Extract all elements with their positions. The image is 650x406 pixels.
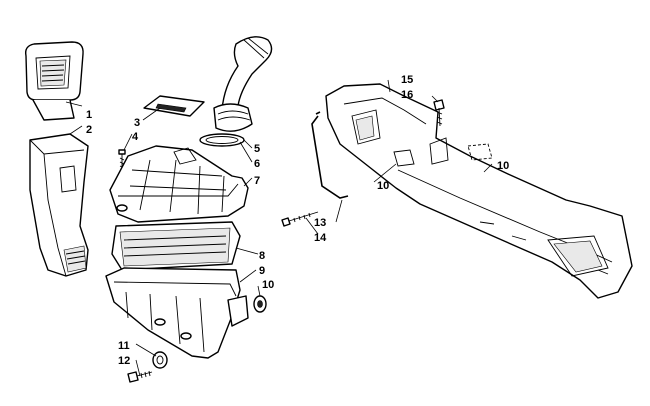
leader-lines (65, 79, 493, 377)
callout-11: 11 (118, 340, 130, 352)
hose-clamp (199, 133, 245, 147)
callout-15: 15 (401, 74, 413, 86)
callout-7: 7 (254, 175, 260, 187)
callout-10-c: 10 (377, 180, 389, 192)
intake-silencer-tube (325, 83, 633, 299)
intake-boot (213, 36, 273, 132)
callout-13: 13 (314, 217, 326, 229)
callout-12: 12 (118, 355, 130, 367)
callout-14: 14 (314, 232, 327, 244)
air-filter-element (111, 221, 241, 271)
callout-4: 4 (132, 131, 139, 143)
callout-3: 3 (134, 117, 140, 129)
callout-10-a: 10 (262, 279, 274, 291)
spacer-part-11 (152, 351, 168, 369)
callout-10-b: 10 (497, 160, 509, 172)
bolt-part-12 (127, 370, 153, 383)
grommet-part-10-a (253, 295, 267, 313)
bracket-clip (467, 143, 493, 161)
callout-2: 2 (86, 124, 92, 136)
support-rod (311, 111, 349, 199)
intake-duct (29, 133, 89, 277)
callout-9: 9 (259, 265, 265, 277)
screw-part-16 (433, 99, 445, 127)
airbox-cover (109, 145, 249, 223)
intake-grille-cap (24, 41, 84, 121)
callout-1: 1 (86, 109, 92, 121)
bolt-part-14 (281, 211, 319, 227)
callout-6: 6 (254, 158, 260, 170)
callout-5: 5 (254, 143, 260, 155)
callout-8: 8 (259, 250, 265, 262)
decal-plate (143, 95, 205, 117)
callout-labels: 1 2 3 4 5 6 7 8 9 10 10 10 11 12 13 14 1… (86, 74, 509, 367)
callout-16: 16 (401, 89, 413, 101)
airbox-base (105, 267, 249, 359)
